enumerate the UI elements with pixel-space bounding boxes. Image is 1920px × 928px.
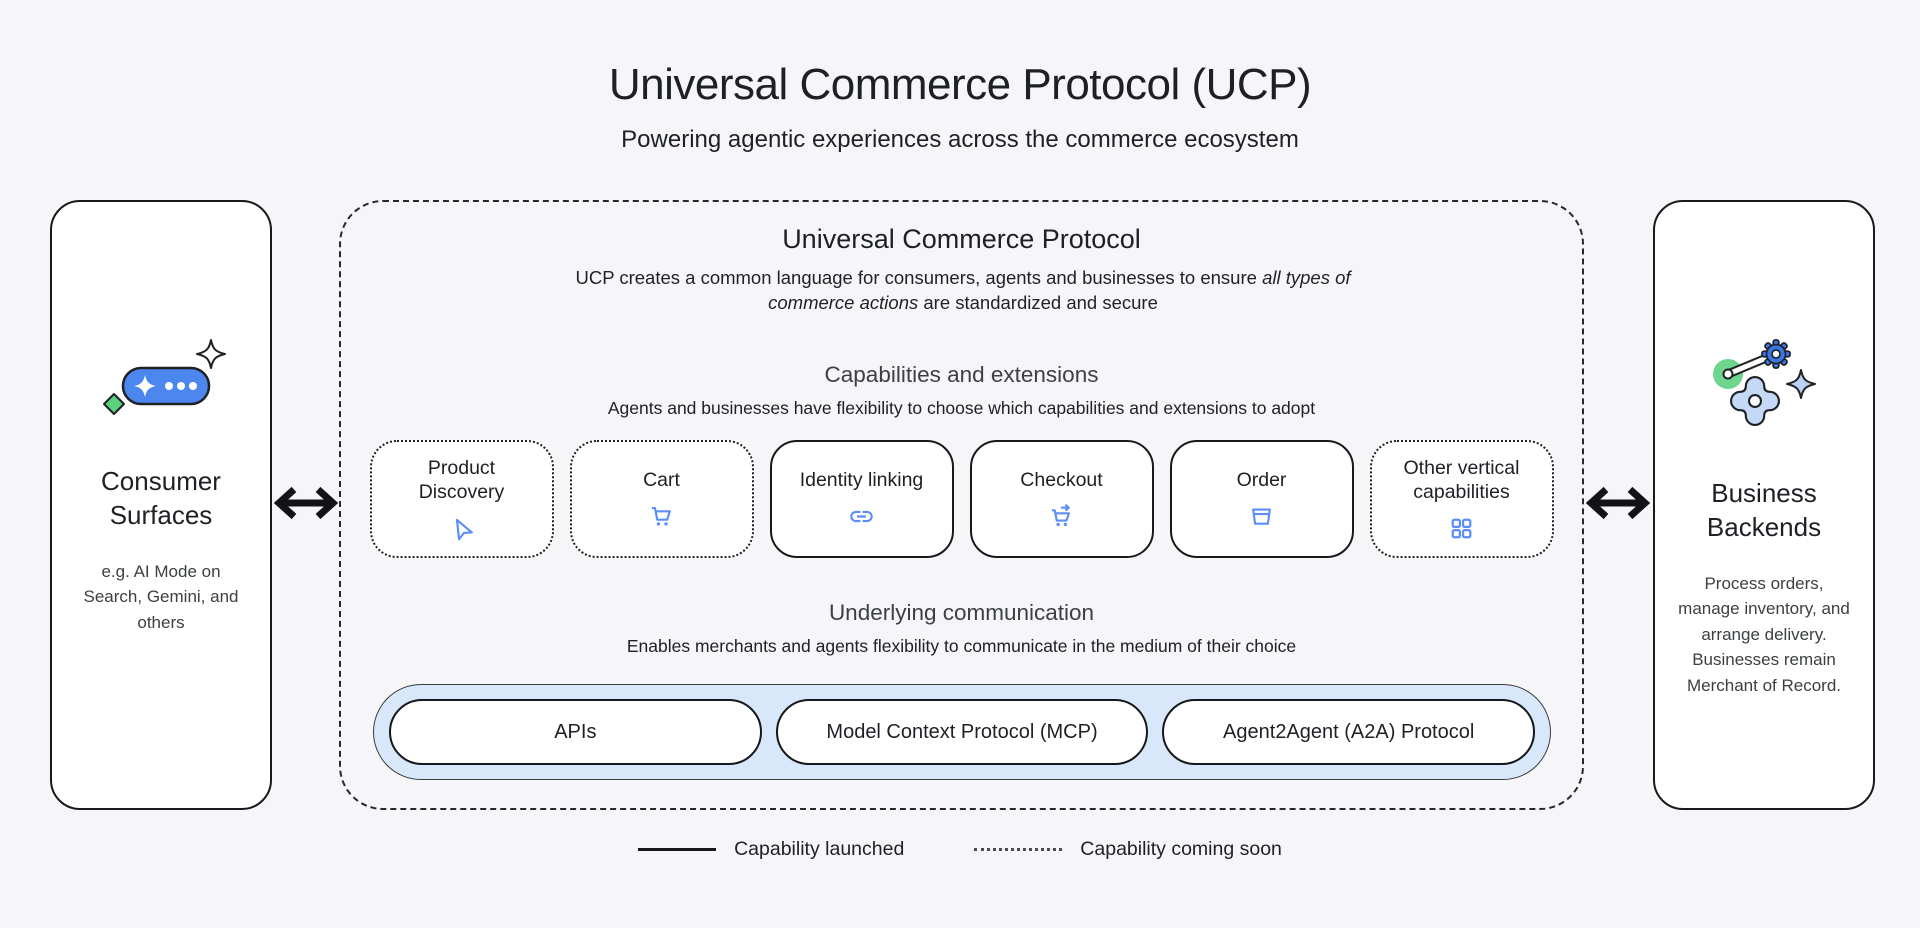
capability-label: Identity linking <box>799 468 924 491</box>
communication-subheading: Enables merchants and agents flexibility… <box>626 636 1297 656</box>
chat-pill-sparkle-icon <box>103 339 226 415</box>
gears-sparkle-icon <box>1713 339 1816 426</box>
pill-a2a: Agent2Agent (A2A) Protocol <box>1162 699 1536 765</box>
capability-label: Checkout <box>1020 468 1103 491</box>
legend-item-coming-soon: Capability coming soon <box>974 838 1282 861</box>
business-backends-description: Process orders, manage inventory, and ar… <box>1678 573 1850 695</box>
capabilities-row: Product Discovery Cart Identity linking <box>341 440 1582 560</box>
capability-label: Order <box>1236 468 1287 491</box>
pill-apis: APIs <box>389 699 762 765</box>
page-title: Universal Commerce Protocol (UCP) <box>608 60 1312 109</box>
page-subtitle: Powering agentic experiences across the … <box>621 126 1299 153</box>
consumer-surfaces-box: Consumer Surfaces e.g. AI Mode on Search… <box>50 200 272 810</box>
shopping-cart-icon <box>651 507 671 526</box>
capability-label: Cart <box>643 468 680 491</box>
order-box-icon <box>1252 508 1271 525</box>
ucp-protocol-container: Universal Commerce Protocol UCP creates … <box>339 200 1584 810</box>
capability-label: Other vertical capabilities <box>1403 456 1520 503</box>
solid-line-sample <box>638 848 717 851</box>
capability-order: Order <box>1169 440 1354 558</box>
ucp-description-suffix: are standardized and secure <box>918 291 1158 313</box>
communication-heading: Underlying communication <box>828 600 1095 625</box>
capability-cart: Cart <box>569 440 754 558</box>
business-backends-title: Business Backends <box>1706 478 1822 543</box>
capability-identity-linking: Identity linking <box>769 440 954 558</box>
ucp-description-italic: all types of commerce actions <box>768 267 1351 313</box>
ucp-description-prefix: UCP creates a common language for consum… <box>575 267 1263 288</box>
dotted-line-sample <box>974 848 1063 851</box>
legend-coming-soon-label: Capability coming soon <box>1080 838 1282 860</box>
ucp-description: UCP creates a common language for consum… <box>553 266 1373 315</box>
pill-mcp: Model Context Protocol (MCP) <box>775 699 1149 765</box>
legend: Capability launched Capability coming so… <box>0 838 1920 861</box>
legend-launched-label: Capability launched <box>734 838 905 860</box>
capabilities-heading: Capabilities and extensions <box>824 362 1099 387</box>
bidirectional-arrow-right-icon <box>1585 486 1651 520</box>
link-icon <box>850 511 873 523</box>
capability-label: Product Discovery <box>418 456 505 503</box>
bidirectional-arrow-left-icon <box>273 486 339 520</box>
capability-checkout: Checkout <box>969 440 1154 558</box>
capability-product-discovery: Product Discovery <box>369 440 554 558</box>
communication-bar: APIs Model Context Protocol (MCP) Agent2… <box>373 684 1551 780</box>
navigation-icon <box>455 519 473 541</box>
cart-checkout-icon <box>1051 504 1070 527</box>
capability-other-vertical: Other vertical capabilities <box>1369 440 1554 558</box>
grid-icon <box>1451 518 1472 539</box>
consumer-surfaces-description: e.g. AI Mode on Search, Gemini, and othe… <box>83 561 239 632</box>
consumer-surfaces-title: Consumer Surfaces <box>101 466 221 531</box>
business-backends-box: Business Backends Process orders, manage… <box>1653 200 1875 810</box>
ucp-title: Universal Commerce Protocol <box>782 224 1141 254</box>
legend-item-launched: Capability launched <box>638 838 904 861</box>
capabilities-subheading: Agents and businesses have flexibility t… <box>607 398 1316 418</box>
